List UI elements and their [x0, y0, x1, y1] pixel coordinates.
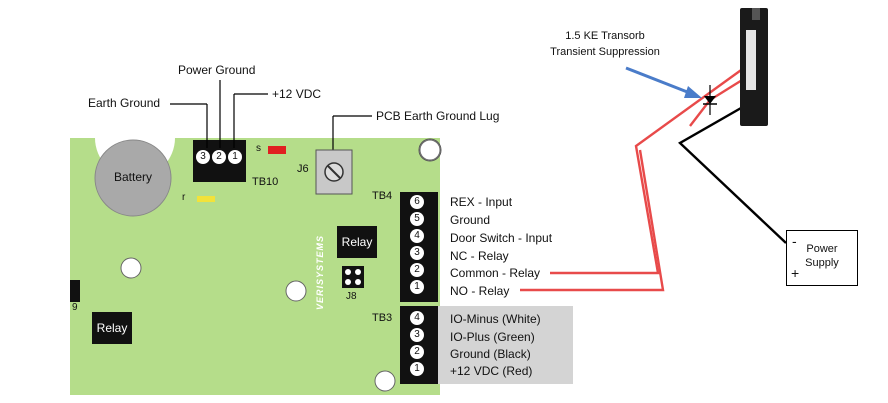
tb3-row-io-plus: IO-Plus (Green)	[450, 330, 535, 344]
tb3-row-io-minus: IO-Minus (White)	[450, 312, 541, 326]
r-mark: r	[182, 192, 186, 203]
mount-hole-1	[120, 257, 142, 279]
mount-hole-3	[374, 370, 396, 392]
earth-ground-label: Earth Ground	[88, 96, 161, 110]
tb4-pin: 5	[410, 212, 424, 226]
edge-mark: 9	[72, 302, 78, 313]
door-strike-face	[746, 30, 756, 90]
tb3-pin: 2	[410, 345, 424, 359]
transorb-diode	[704, 96, 716, 104]
tb4-pin-column: 6 5 4 3 2 1	[410, 195, 424, 294]
tb4-label: TB4	[372, 190, 393, 202]
tb10-pins: 3 2 1	[196, 150, 242, 164]
tb4-pin: 1	[410, 280, 424, 294]
tb4-row-common: Common - Relay	[450, 266, 541, 280]
tb4-pin: 2	[410, 263, 424, 277]
door-strike-top	[752, 8, 760, 20]
power-ground-label: Power Ground	[178, 63, 256, 77]
plus12-label: +12 VDC	[272, 87, 322, 101]
j6-label: J6	[297, 163, 309, 175]
transorb-label-line2: Transient Suppression	[550, 46, 660, 58]
tb4-row-rex: REX - Input	[450, 195, 513, 209]
tb4-row-door-switch: Door Switch - Input	[450, 231, 553, 245]
s-mark: s	[256, 143, 261, 154]
j6-screw-slot	[327, 165, 341, 179]
relay-top: Relay	[337, 226, 377, 258]
tb4-pin: 3	[410, 246, 424, 260]
tb3-label: TB3	[372, 312, 393, 324]
power-supply-line2: Supply	[805, 257, 839, 269]
tb10-pin: 1	[228, 150, 242, 164]
led-red	[268, 146, 286, 154]
tb4-row-no: NO - Relay	[450, 284, 510, 298]
battery-label: Battery	[113, 170, 152, 184]
red-wire-ps-plus	[680, 126, 786, 272]
power-supply-box: Power Supply - +	[786, 230, 858, 286]
transorb-label-line1: 1.5 KE Transorb	[565, 30, 645, 42]
tb3-row-ground: Ground (Black)	[450, 347, 531, 361]
mount-hole-4	[419, 139, 441, 161]
tb10-pin: 3	[196, 150, 210, 164]
battery-shape	[94, 139, 172, 217]
tb3-pin: 4	[410, 311, 424, 325]
j8-label: J8	[346, 291, 357, 302]
black-wire-minus	[678, 98, 787, 244]
left-edge-connector	[70, 280, 80, 302]
transorb-arrow-line	[625, 66, 696, 97]
j8-pin-2	[355, 269, 361, 275]
tb4-row-nc: NC - Relay	[450, 249, 509, 263]
tb3-pin: 1	[410, 362, 424, 376]
power-supply-line1: Power	[806, 243, 838, 255]
j8-pin-3	[345, 279, 351, 285]
j8-block	[342, 266, 364, 288]
red-wire-common	[550, 59, 756, 275]
tb10-pin: 2	[212, 150, 226, 164]
mount-hole-2	[285, 280, 307, 302]
tb4-row-ground: Ground	[450, 213, 491, 227]
tb3-row-plus12: +12 VDC (Red)	[450, 364, 533, 378]
red-wire-no	[520, 149, 665, 292]
power-supply-plus: +	[791, 265, 800, 281]
pcb-lug-label: PCB Earth Ground Lug	[376, 109, 500, 123]
tb3-pin-column: 4 3 2 1	[410, 311, 424, 376]
transorb-arrow-head	[684, 86, 702, 98]
tb10-label: TB10	[252, 176, 279, 188]
tb3-pin: 3	[410, 328, 424, 342]
tb4-pin: 6	[410, 195, 424, 209]
relay-left: Relay	[92, 312, 132, 344]
tb4-pin: 4	[410, 229, 424, 243]
led-yellow	[197, 196, 215, 202]
brand-mark: VERISYSTEMS	[315, 234, 325, 310]
j8-pin-4	[355, 279, 361, 285]
power-supply-minus: -	[792, 233, 797, 249]
j8-pin-1	[345, 269, 351, 275]
